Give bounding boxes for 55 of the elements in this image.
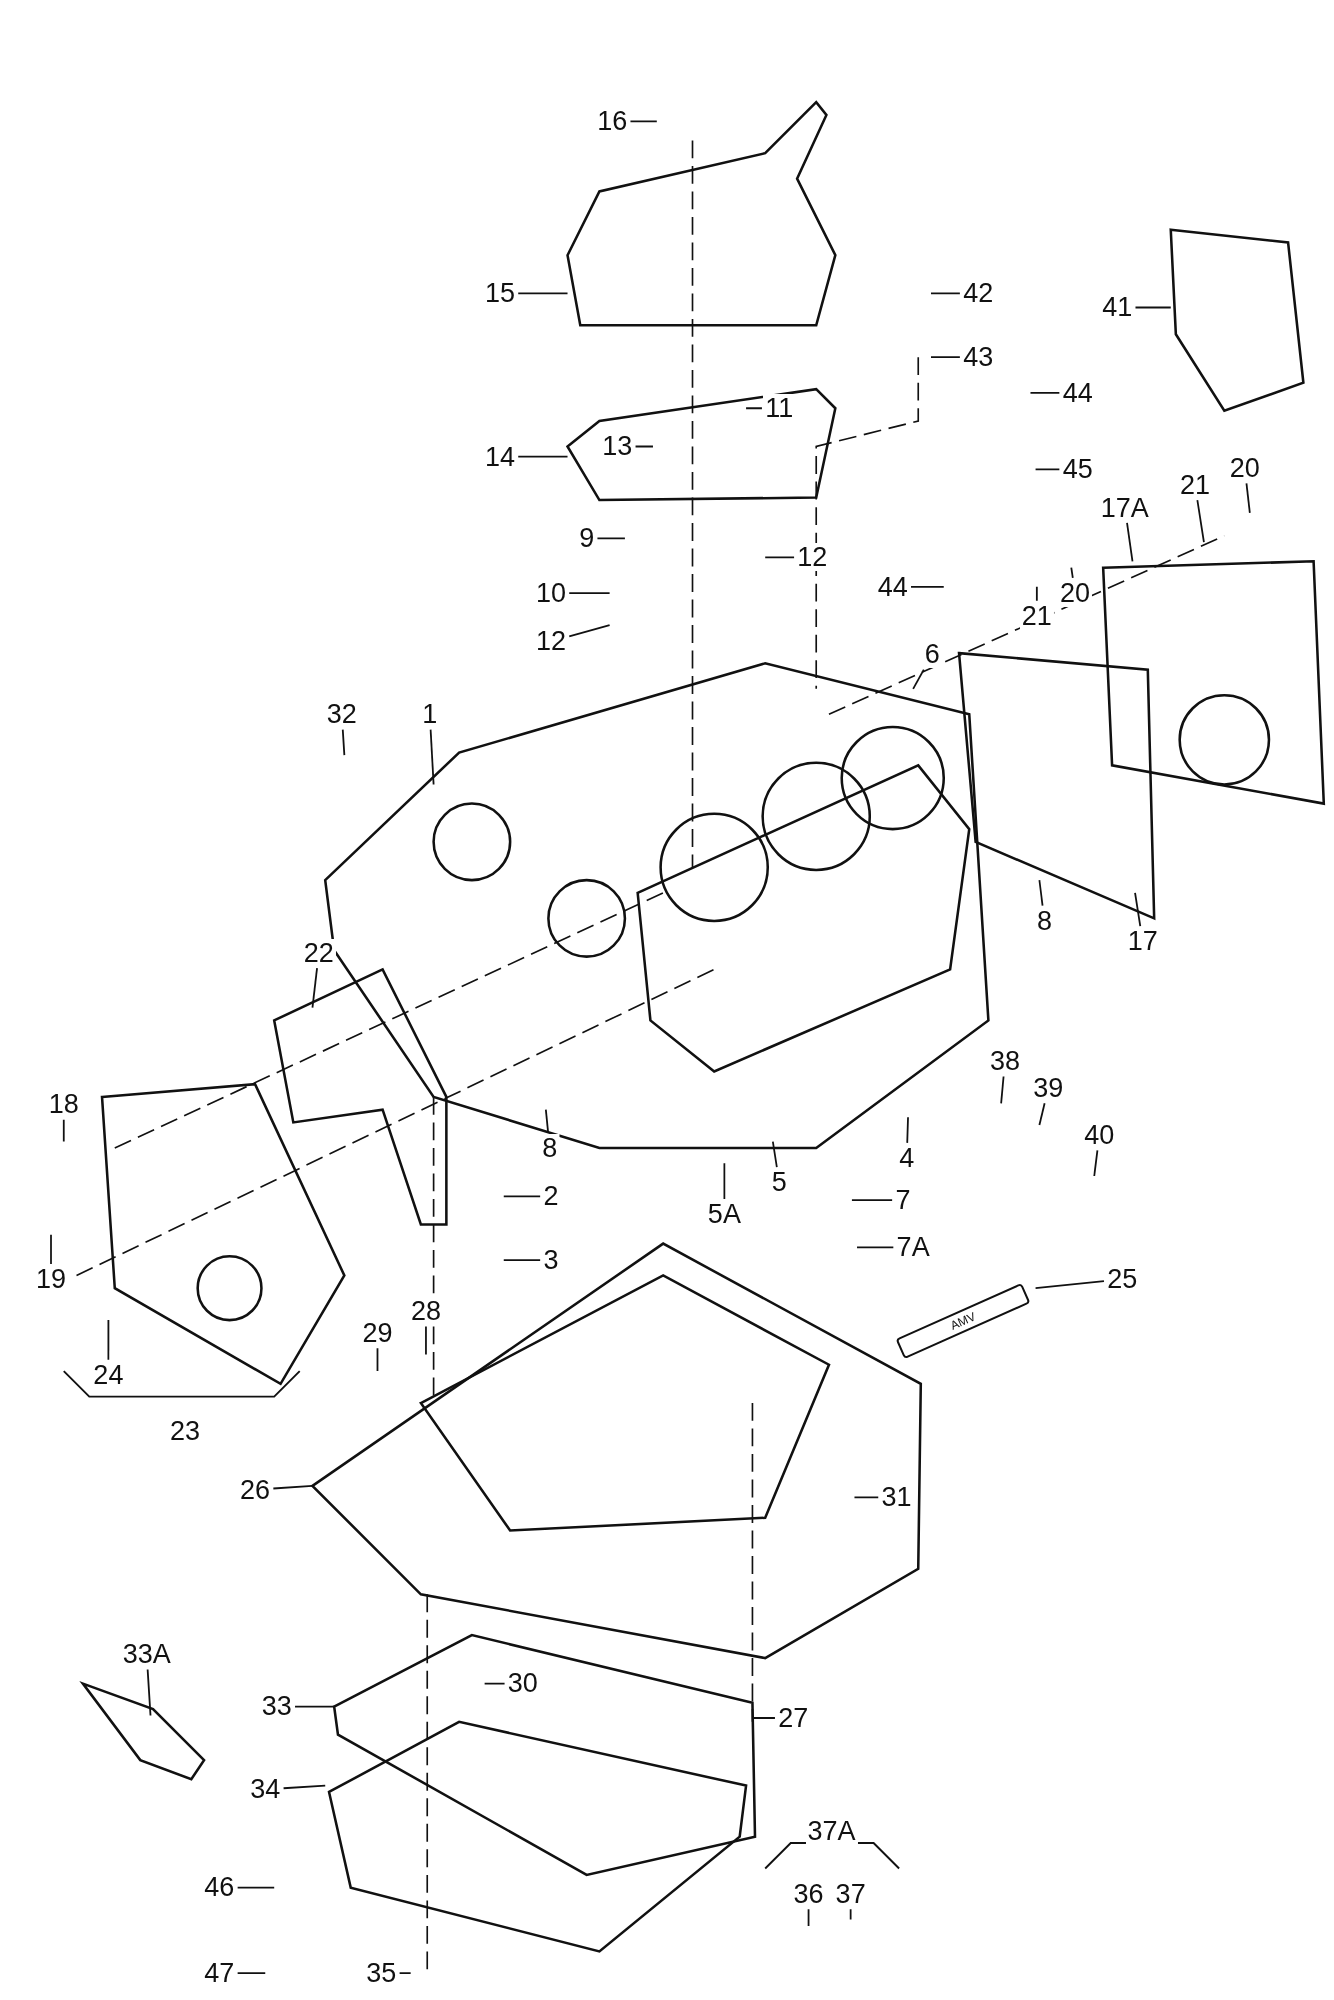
leader-line — [517, 455, 569, 458]
leader-line — [282, 1784, 327, 1790]
leader-line — [62, 1118, 65, 1143]
leader-line — [544, 1108, 550, 1134]
leader-line — [751, 1717, 776, 1719]
leader-line — [398, 1972, 412, 1974]
leader-line — [311, 967, 318, 1009]
leader-line — [376, 1347, 379, 1372]
leader-line — [930, 292, 961, 295]
leader-line — [517, 292, 569, 295]
leader-line — [853, 1496, 880, 1499]
leader-line — [1029, 392, 1061, 394]
leader-line — [771, 1140, 778, 1168]
leader-line — [1034, 1280, 1105, 1290]
leader-line — [930, 356, 961, 359]
leader-line — [634, 445, 654, 448]
leader-line — [341, 728, 346, 757]
leader-line — [851, 1199, 894, 1202]
leader-line — [236, 1886, 276, 1889]
leader-line — [1038, 1102, 1046, 1126]
leader-line — [1134, 306, 1172, 309]
leader-line — [272, 1485, 314, 1490]
leader-line — [596, 537, 626, 540]
leader-line — [1038, 879, 1044, 907]
leader-line — [483, 1682, 506, 1685]
sealant-tube: AMV — [895, 1283, 1031, 1360]
leader-line — [1093, 1149, 1099, 1177]
leader-line — [1034, 468, 1061, 471]
leader-line — [849, 1908, 852, 1921]
leader-line — [429, 728, 435, 786]
leader-line — [50, 1233, 52, 1265]
leader-line — [146, 1668, 152, 1717]
leader-line — [1000, 1075, 1005, 1105]
leader-line — [856, 1246, 895, 1249]
leader-line — [1196, 499, 1205, 544]
leader-line — [502, 1259, 542, 1262]
leader-line — [1245, 482, 1251, 514]
leader-line — [425, 1325, 427, 1356]
leader-line — [745, 407, 763, 410]
leader-line — [107, 1319, 110, 1361]
leader-line — [910, 585, 945, 588]
leader-line — [764, 556, 795, 559]
leader-line — [236, 1972, 267, 1974]
leader-line — [723, 1162, 726, 1200]
leader-line — [629, 120, 658, 123]
leader-line — [1070, 566, 1074, 579]
leader-line — [1134, 891, 1142, 927]
leader-line — [294, 1705, 336, 1708]
leader-line — [912, 668, 925, 690]
leader-line — [502, 1195, 542, 1198]
leader-line — [568, 624, 611, 638]
leader-line — [1035, 585, 1038, 602]
leader-line — [906, 1116, 909, 1144]
leader-line — [568, 592, 611, 595]
leader-line — [1126, 522, 1134, 563]
